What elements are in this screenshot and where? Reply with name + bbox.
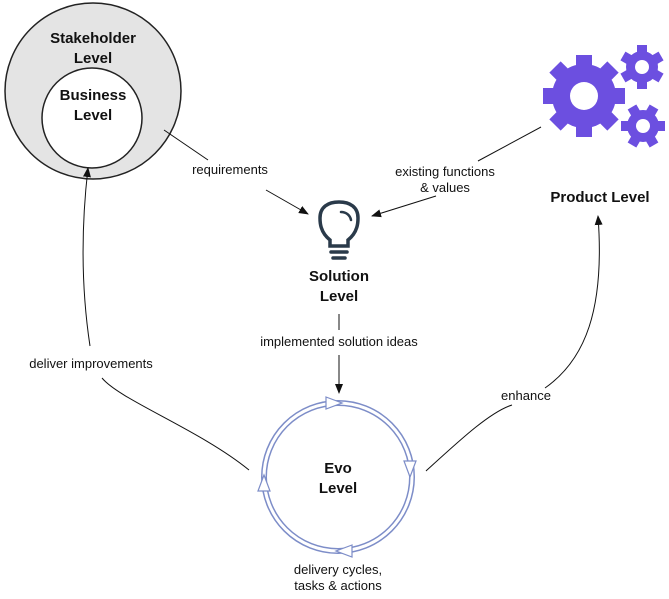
edge-enhance-lower [425, 404, 513, 472]
cycle-arrowhead-left [257, 473, 271, 492]
solution-level-line2: Level [319, 288, 359, 305]
evo-level-label: Evo Level [298, 459, 378, 499]
product-level-label: Product Level [550, 189, 650, 206]
edge-deliver-lower [101, 377, 250, 471]
existing-functions-label: existing functions & values [380, 164, 510, 196]
solution-level-line1: Solution [309, 268, 369, 285]
existing-functions-line2: & values [420, 180, 470, 195]
gears-icon [543, 45, 665, 148]
edge-existing-upper [477, 126, 542, 162]
stakeholder-level-line1: Stakeholder [50, 30, 136, 47]
business-level-circle [41, 67, 143, 169]
business-level-label: Business Level [40, 86, 146, 126]
edge-existing-lower [371, 195, 437, 218]
stakeholder-level-label: Stakeholder Level [30, 29, 156, 69]
solution-level-label: Solution Level [289, 267, 389, 307]
delivery-cycles-line2: tasks & actions [294, 578, 382, 593]
edge-requirements-upper [163, 129, 209, 161]
cycle-arrowhead-bottom [334, 544, 353, 558]
edge-deliver-upper [82, 167, 91, 347]
enhance-label: enhance [501, 388, 551, 403]
cycle-arrowhead-right [403, 460, 417, 479]
delivery-cycles-label: delivery cycles, tasks & actions [268, 562, 408, 594]
cycle-arrowhead-top [325, 396, 344, 410]
deliver-improvements-label: deliver improvements [29, 356, 153, 371]
edge-enhance-upper [544, 215, 603, 389]
requirements-label: requirements [192, 162, 268, 177]
evo-cycle-ring [257, 396, 417, 558]
evo-level-line2: Level [318, 480, 358, 497]
evo-level-line1: Evo [324, 460, 352, 477]
delivery-cycles-line1: delivery cycles, [293, 562, 383, 577]
existing-functions-line1: existing functions [395, 164, 495, 179]
implemented-solution-ideas-label: implemented solution ideas [260, 334, 418, 349]
business-level-line1: Business [59, 87, 127, 104]
stakeholder-level-line2: Level [73, 50, 113, 67]
business-level-line2: Level [73, 107, 113, 124]
edge-requirements-lower [265, 189, 309, 215]
lightbulb-icon [318, 200, 360, 260]
